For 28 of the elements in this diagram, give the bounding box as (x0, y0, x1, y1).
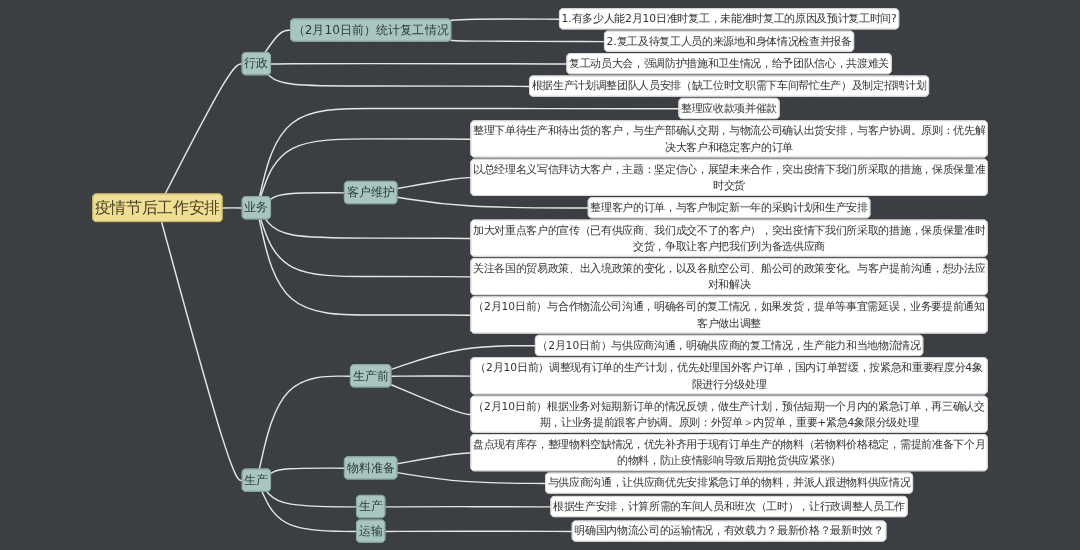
connector (160, 220, 244, 481)
connector (449, 39, 606, 42)
connector (396, 176, 472, 189)
connector (390, 383, 472, 415)
connector (270, 62, 568, 65)
connector (449, 17, 561, 21)
connector (258, 107, 680, 198)
connector (264, 29, 292, 53)
connector (264, 218, 472, 239)
connector (384, 530, 574, 532)
connector (396, 196, 590, 209)
connector (258, 218, 472, 316)
connector (261, 490, 358, 532)
mind-map-drawing: 疫情节后工作安排 行政 （2月10日前）统计复工情况 1.有多少人能2月10日准时复工，未能准时复工的原因及预计复工时间? 2.复工及待复工人员的来源地和身体情况检查并报备 复工动员大会，强调防护措施和卫生情况，给予团队信心，共渡难关 根据生产计划调整团队人员安排（缺工位时文职需下车间帮忙生产）及制定招聘计划 业务 整理应收款项并催款 整理下单待生产和待出货的客户，与生产部确认交期，与物流公司确认出货安排，与客户协调。原则：优先解决大客户和稳定客户的订单 客户维护 以总经理名义写信拜访大客户，主题：坚定信心，展望未来合作，突出疫情下我们所采取的措施，保质保量准时交货 整理客户的订单，与客户制定新一年的采购计划和生产安排 加大对重点客户的宣传（已有供应商、我们成交不了的客户），突出疫情下我们所采取的措施，保质保量准时交货，争取让客户把我们列为备选供应商 关注各国的贸易政策、出入境政策的变化，以及各航空公司、船公司的政策变化。与客户提前沟通，想办法应对和解决 （2月10日前）与合作物流公司沟通，明确各司的复工情况，如果发货，提单等事宜需延误，业务要提前通知客户做出调整 生产 生产前 （2月10日前）与供应商沟通，明确供应商的复工情况，生产能力和当地物流情况 （2月10日前）调整现有订单的生产计划，优先处理国外客户订单，国内订单暂缓，按紧急和重要程度分4象限进行分级处理 （2月10日前）根据业务对短期新订单的情况反馈，做生产计划，预估短期一个月内的紧急订单，再三确认交期，让业务提前跟客户协调。原则：外贸单＞内贸单，重要+紧急4象限分级处理 物料准备 盘点现有库存，整理物料空缺情况，优先补齐用于现有订单生产的物料（若物料价格稳定，需提前准备下个月的物料，防止疫情影响导致后期抢货供应紧张） 与供应商沟通，让供应商优先安排紧急订单的物料，并派人跟进物料供应情况 生产 根据生产安排，计算所需的车间人员和班次（工时），让行政调整人员工作 运输 明确国内物流公司的运输情况，有效载力？最新价格？最新时效？ (86, 2, 993, 548)
connector (221, 206, 244, 209)
connector (266, 490, 358, 508)
connector (390, 344, 537, 370)
connector (258, 374, 352, 470)
connector (396, 451, 472, 464)
connector (259, 137, 472, 198)
connector (259, 218, 472, 278)
connector (396, 471, 547, 484)
connector (270, 466, 346, 474)
connector (267, 73, 531, 87)
connector (384, 505, 552, 508)
connector (164, 62, 244, 195)
connector (270, 191, 346, 200)
connector (390, 374, 472, 377)
